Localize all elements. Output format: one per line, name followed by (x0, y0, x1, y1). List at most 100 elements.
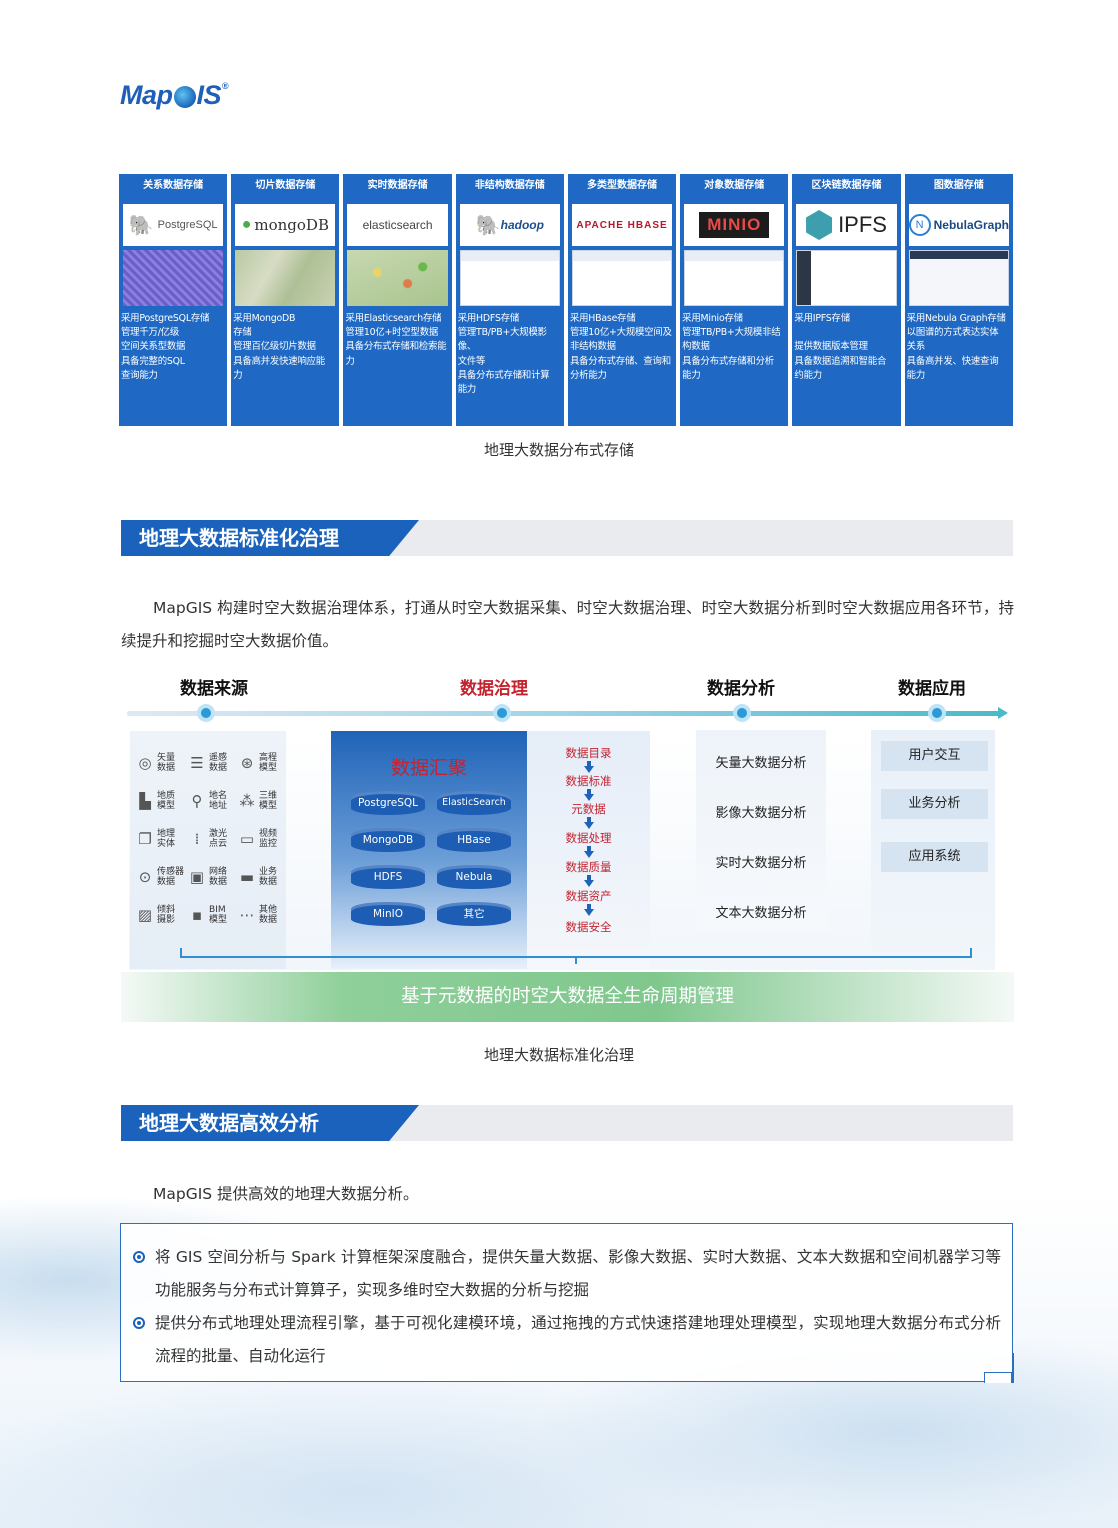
arrow-down-icon (584, 909, 594, 916)
elevation-icon: ⊛ (240, 754, 254, 772)
entity-icon: ❐ (138, 830, 152, 848)
card-title: 非结构数据存储 (474, 180, 545, 191)
elasticsearch-logo: elasticsearch (347, 204, 448, 246)
folder-icon: ▬ (239, 868, 255, 886)
arrow-down-icon (584, 766, 594, 773)
card-description: 采用MongoDB 存储 管理百亿级切片数据 具备高并发快速响应能 力 (233, 313, 325, 381)
flow-step: 数据目录 (565, 746, 612, 760)
card-title: 图数据存储 (933, 180, 984, 191)
database-cylinder: PostgreSQL (351, 791, 425, 815)
governance-diagram: 数据来源 数据治理 数据分析 数据应用 ◎矢量 数据 ☰遥感 数据 ⊛高程 模型… (121, 668, 1014, 1028)
flow-step: 数据资产 (565, 889, 612, 903)
application-item: 应用系统 (881, 842, 988, 872)
card-description: 采用HBase存储 管理10亿+大规模空间及 非结构数据 具备分布式存储、查询和… (569, 313, 672, 381)
source-item: ▪BIM 模型 (188, 905, 227, 925)
source-item: ⋯其他 数据 (239, 905, 278, 925)
bullet-icon (133, 1251, 145, 1263)
app-screenshot (571, 250, 673, 306)
ipfs-logo: IPFS (796, 204, 897, 246)
hbase-logo: APACHE HBASE (571, 204, 673, 246)
source-item: ☰遥感 数据 (188, 753, 227, 773)
data-aggregation-panel: 数据汇聚 PostgreSQL ElasticSearch MongoDB HB… (331, 731, 527, 969)
app-screenshot (459, 250, 560, 306)
heatmap-screenshot (123, 250, 224, 306)
flow-step: 元数据 (571, 802, 606, 816)
bullet-icon (133, 1317, 145, 1329)
application-item: 用户交互 (881, 741, 988, 771)
pin-icon: ⚲ (191, 792, 203, 810)
database-cylinder: MongoDB (351, 828, 425, 852)
minio-logo: MINIO (684, 204, 785, 246)
card-description: 采用IPFS存储 提供数据版本管理 具备数据追溯和智能合 约能力 (794, 313, 887, 381)
storage-card: 切片数据存储 ●mongoDB 采用MongoDB 存储 管理百亿级切片数据 具… (231, 174, 340, 426)
stage-label: 数据来源 (180, 679, 248, 699)
flow-step: 数据处理 (565, 831, 612, 845)
source-item: ▭视频 监控 (239, 829, 278, 849)
hadoop-logo: 🐘hadoop (459, 204, 560, 246)
postgresql-logo: 🐘PostgreSQL (123, 204, 224, 246)
more-icon: ⋯ (239, 906, 255, 924)
intro-paragraph: MapGIS 提供高效的地理大数据分析。 (153, 1185, 419, 1203)
map-screenshot (235, 250, 336, 306)
corner-decoration (984, 1353, 1014, 1383)
database-cylinder: Nebula (437, 865, 511, 889)
card-description: 采用PostgreSQL存储 管理千万/亿级 空间关系型数据 具备完整的SQL … (121, 313, 210, 381)
source-item: ▣网络 数据 (189, 867, 228, 887)
flow-step: 数据安全 (565, 920, 612, 934)
card-title: 区块链数据存储 (811, 180, 882, 191)
network-icon: ▣ (189, 868, 205, 886)
analysis-item: 影像大数据分析 (715, 806, 807, 821)
application-item: 业务分析 (881, 789, 988, 819)
storage-card: 实时数据存储 elasticsearch 采用Elasticsearch存储 管… (343, 174, 452, 426)
layers-icon: ☰ (190, 754, 204, 772)
database-cylinder: HBase (437, 828, 511, 852)
arrow-down-icon (584, 794, 594, 801)
cubes-icon: ⁂ (239, 792, 255, 810)
mongodb-logo: ●mongoDB (235, 204, 336, 246)
database-cylinder: 其它 (437, 902, 511, 926)
arrow-down-icon (584, 880, 594, 887)
card-title: 对象数据存储 (704, 180, 765, 191)
aggregation-title: 数据汇聚 (390, 757, 467, 779)
geology-icon: ▙ (139, 792, 151, 810)
storage-cards: 关系数据存储 🐘PostgreSQL 采用PostgreSQL存储 管理千万/亿… (119, 174, 1013, 426)
database-cylinder: ElasticSearch (437, 791, 511, 815)
section-title: 地理大数据高效分析 (139, 1111, 319, 1135)
storage-card: 对象数据存储 MINIO 采用Minio存储 管理TB/PB+大规模非结 构数据… (680, 174, 789, 426)
video-icon: ▭ (239, 830, 255, 848)
analysis-item: 实时大数据分析 (715, 856, 807, 871)
card-title: 实时数据存储 (367, 180, 428, 191)
intro-paragraph: MapGIS 构建时空大数据治理体系，打通从时空大数据采集、时空大数据治理、时空… (121, 599, 1014, 650)
card-title: 切片数据存储 (255, 180, 316, 191)
section-title: 地理大数据标准化治理 (139, 526, 339, 550)
source-item: ⊛高程 模型 (238, 753, 277, 773)
storage-card: 关系数据存储 🐘PostgreSQL 采用PostgreSQL存储 管理千万/亿… (119, 174, 228, 426)
flow-step: 数据质量 (565, 860, 612, 874)
data-application-panel: 用户交互 业务分析 应用系统 (871, 730, 995, 970)
timeline-dot (493, 704, 511, 722)
lidar-icon: ⁞ (194, 830, 200, 848)
section-header: 地理大数据标准化治理 (121, 520, 1013, 556)
source-item: ⚲地名 地址 (188, 791, 228, 811)
source-item: ⁂三维 模型 (239, 791, 278, 811)
storage-card: 多类型数据存储 APACHE HBASE 采用HBase存储 管理10亿+大规模… (567, 174, 677, 426)
card-title: 多类型数据存储 (587, 180, 658, 191)
lifecycle-bracket (180, 948, 972, 958)
storage-card: 非结构数据存储 🐘hadoop 采用HDFS存储 管理TB/PB+大规模影像、 … (455, 174, 564, 426)
lifecycle-banner: 基于元数据的时空大数据全生命周期管理 (121, 972, 1014, 1022)
arrow-down-icon (584, 822, 594, 829)
bim-icon: ▪ (191, 906, 203, 924)
database-cylinder: MinIO (351, 902, 425, 926)
source-item: ▨倾斜 摄影 (137, 905, 176, 925)
card-title: 关系数据存储 (143, 180, 204, 191)
timeline-dot (197, 704, 215, 722)
stage-label: 数据应用 (898, 679, 966, 699)
timeline-dot (928, 704, 946, 722)
arrow-down-icon (584, 851, 594, 858)
source-item: ❐地理 实体 (136, 829, 175, 849)
app-screenshot (796, 250, 897, 306)
storage-card: 区块链数据存储 IPFS 采用IPFS存储 提供数据版本管理 具备数据追溯和智能… (792, 174, 901, 426)
source-item: ▙地质 模型 (136, 791, 175, 811)
section-header: 地理大数据高效分析 (121, 1105, 1013, 1141)
